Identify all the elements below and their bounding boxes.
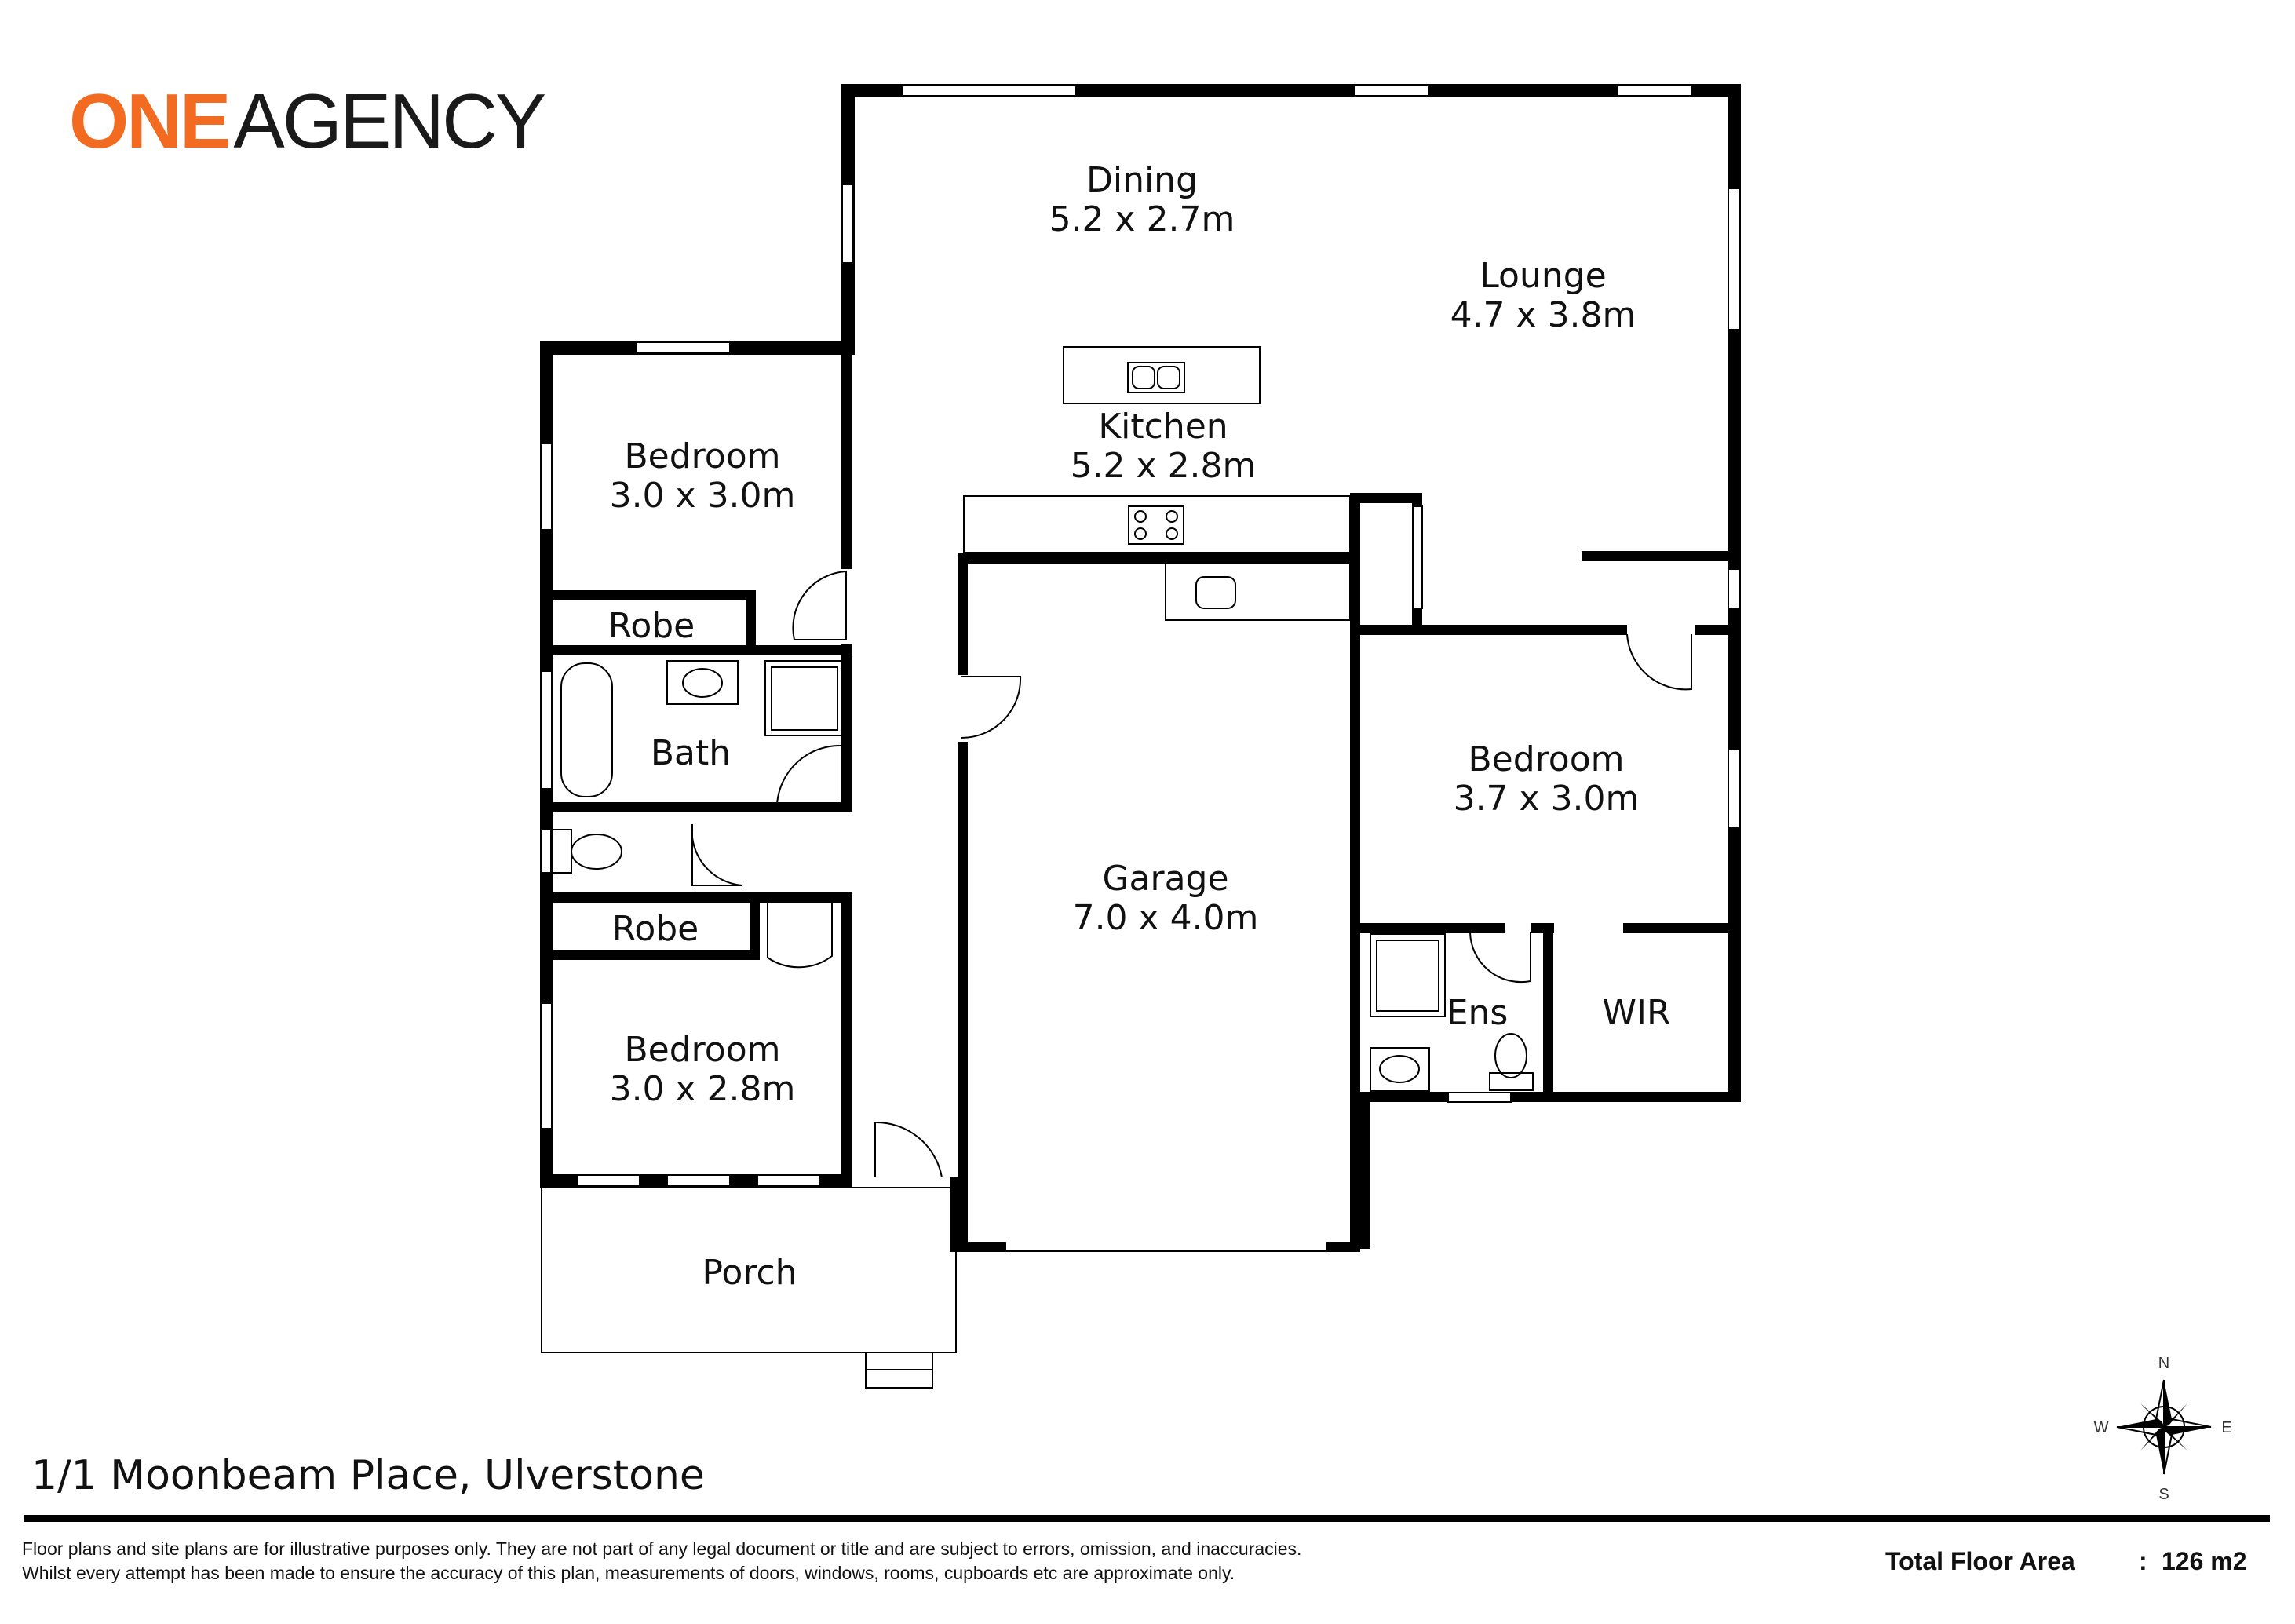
cooktop-icon [1128,505,1184,545]
room-size-dining: 5.2 x 2.7m [1049,199,1235,239]
door-bedroom1 [792,570,847,640]
laundry-tub-icon [1195,576,1236,609]
room-size-bedroom3: 3.7 x 3.0m [1454,779,1640,819]
logo-agency-part: AGENCY [233,78,545,164]
room-name-bedroom1: Bedroom [624,436,780,476]
compass-n: N [2158,1355,2169,1372]
bath-basin-icon [682,668,723,698]
disclaimer-line2: Whilst every attempt has been made to en… [22,1563,1235,1583]
room-labels: Dining 5.2 x 2.7m Lounge 4.7 x 3.8m Kitc… [608,160,1671,1293]
total-floor-area-label: Total Floor Area [1885,1547,2075,1575]
ens-vanity [1370,1047,1430,1092]
door-bath [775,744,842,805]
room-name-lounge: Lounge [1480,256,1606,296]
disclaimer-line1: Floor plans and site plans are for illus… [22,1538,1301,1559]
wc-cistern [550,829,572,874]
property-address: 1/1 Moonbeam Place, Ulverstone [31,1452,705,1499]
room-size-kitchen: 5.2 x 2.8m [1071,446,1257,486]
agency-logo: ONEAGENCY [69,78,548,164]
room-name-dining: Dining [1086,160,1198,200]
toilet-icon [571,834,622,870]
logo-one-text: ONEAGENCY [69,78,545,164]
windows [540,84,1740,1187]
total-floor-area-value: 126 m2 [2162,1547,2247,1575]
fixtures [541,346,1534,1389]
bath-vanity [666,660,739,705]
door-front [874,1121,943,1178]
ens-shower-icon [1370,933,1446,1017]
room-name-bedroom2: Bedroom [624,1030,780,1070]
room-name-bath: Bath [651,733,731,773]
room-name-kitchen: Kitchen [1098,407,1228,447]
compass-rose-icon: N S E W [2094,1355,2232,1503]
room-name-robe1: Robe [608,606,695,646]
total-floor-area-separator: : [2139,1547,2147,1575]
double-sink-icon [1127,362,1185,393]
porch-outline [541,1187,957,1353]
bathtub-icon [560,662,613,797]
ens-cistern [1489,1072,1534,1091]
door-bedroom3 [1626,633,1692,691]
logo-one-part: ONE [69,78,228,164]
door-garage [961,676,1022,739]
room-size-garage: 7.0 x 4.0m [1073,898,1259,938]
footer-rule [24,1515,2270,1522]
room-size-bedroom2: 3.0 x 2.8m [610,1069,796,1109]
door-wc [691,823,742,886]
room-name-porch: Porch [702,1253,797,1293]
kitchen-island [1063,346,1261,404]
doors [691,570,1692,1178]
room-size-lounge: 4.7 x 3.8m [1450,295,1636,335]
compass-s: S [2158,1486,2169,1503]
room-name-garage: Garage [1102,859,1228,899]
ens-basin-icon [1379,1055,1420,1083]
bath-shower-icon [764,660,845,736]
door-robe2 [767,903,833,969]
room-name-robe2: Robe [612,909,699,949]
ens-toilet-icon [1494,1033,1527,1078]
room-name-ens: Ens [1447,993,1509,1033]
kitchen-bench [963,495,1351,553]
room-name-bedroom3: Bedroom [1468,739,1624,779]
laundry-bench [1165,563,1351,621]
room-size-bedroom1: 3.0 x 3.0m [610,476,796,516]
door-ens [1469,932,1531,984]
room-name-wir: WIR [1602,993,1670,1033]
compass-e: E [2221,1419,2231,1436]
compass-w: W [2094,1419,2109,1436]
